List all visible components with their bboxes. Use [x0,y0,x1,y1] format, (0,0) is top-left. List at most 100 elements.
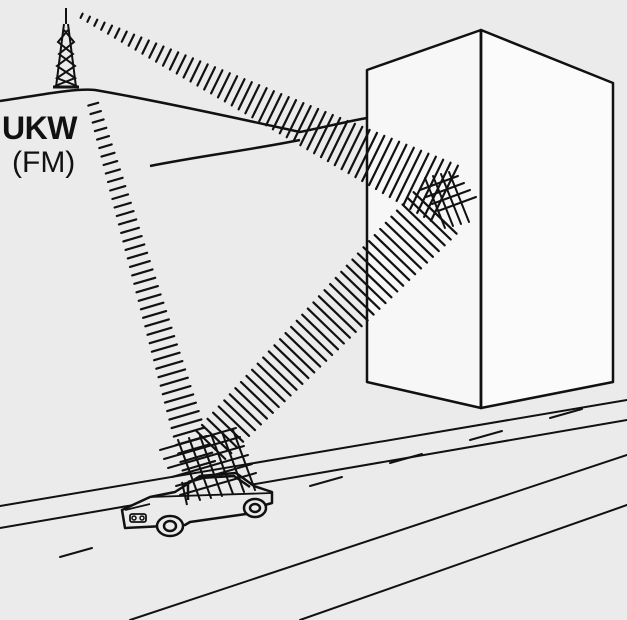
wave-stroke [388,146,415,199]
hatch-stroke [163,436,241,460]
wave-stroke [362,246,405,287]
wave-stroke [239,380,274,414]
wave-stroke [217,405,251,437]
wave-stroke [368,137,393,187]
wave-stroke [98,143,113,150]
wave-stroke [306,307,345,345]
wave-stroke [345,264,387,305]
wave-stroke [79,12,84,19]
wave-stroke [256,362,292,397]
wave-stroke [196,63,209,87]
wave-stroke [313,113,334,155]
wave-stroke [100,151,116,158]
wave-stroke [86,15,92,23]
wave-stroke [273,344,310,380]
wave-stroke [290,325,328,362]
wave-stroke [91,118,105,124]
wave-stroke [340,270,381,310]
wave-stroke [161,385,192,396]
wave-stroke [223,399,257,432]
wave-stroke [373,234,417,276]
wave-stroke [306,110,327,151]
wave-stroke [111,193,130,201]
wave-stroke [368,240,411,281]
wave-stroke [319,116,342,159]
wave-stroke [295,319,334,357]
wave-stroke [133,276,157,285]
wave-stroke [146,326,173,336]
wave-stroke [120,226,140,234]
wave-reflected-to-car [195,191,458,461]
wave-stroke [203,66,217,91]
radio-tower-icon [53,8,79,89]
hatch-stroke [177,439,201,501]
wave-stroke [127,33,136,47]
wave-stroke [163,393,195,404]
wave-stroke [117,218,138,226]
wave-stroke [333,122,356,167]
wave-stroke [182,57,195,79]
wave-stroke [139,301,165,311]
wave-stroke [106,24,114,35]
reflection-pattern [419,171,477,229]
wave-stroke [175,54,187,75]
wave-stroke [100,21,106,31]
wave-stroke [153,351,181,362]
hatch-stroke [425,182,465,198]
hatch-stroke [440,173,462,225]
wave-stroke [200,423,233,455]
wave-stroke [271,95,290,131]
wave-stroke [251,87,268,119]
building [365,28,615,410]
hatch-stroke [188,437,212,499]
wave-stroke [401,203,446,247]
hatch-stroke [167,445,245,469]
wave-stroke [223,75,239,103]
wave-stroke [285,101,305,139]
wave-stroke [189,60,202,83]
wave-stroke [155,45,165,63]
hatch-stroke [437,196,477,212]
wave-stroke [150,343,178,353]
wave-stroke [262,356,298,391]
wave-stroke [172,426,206,438]
wave-stroke [93,126,108,133]
wave-stroke [351,258,393,299]
wave-stroke [237,81,253,111]
wave-stroke [93,18,99,27]
wave-stroke [265,92,283,127]
wave-stroke [244,84,261,115]
wave-stroke [381,143,408,195]
wave-stroke [141,39,150,55]
wave-stroke [347,128,371,175]
wave-stroke [317,295,357,333]
wave-stroke [106,176,124,184]
wave-stroke [251,368,286,403]
wave-stroke [148,42,158,59]
hatch-stroke [159,427,237,451]
wave-stroke [134,36,143,51]
wave-stroke [159,376,189,387]
wave-stroke [340,125,364,171]
wave-stroke [245,374,280,409]
wave-stroke [374,140,401,191]
wave-stroke [113,27,121,39]
wave-stroke [155,360,184,370]
wave-stroke [323,289,363,328]
wave-stroke [228,393,262,426]
wave-stroke [301,313,340,351]
terrain [0,88,368,168]
wave-stroke [299,107,320,147]
wave-stroke [334,276,375,316]
road [0,399,627,620]
wave-stroke [390,215,434,258]
wave-stroke [326,119,349,163]
wave-stroke [292,104,312,143]
wave-stroke [95,135,111,141]
hatch-stroke [221,431,245,493]
wave-stroke [407,197,452,241]
wave-stroke [128,260,151,268]
wave-stroke [89,109,103,116]
